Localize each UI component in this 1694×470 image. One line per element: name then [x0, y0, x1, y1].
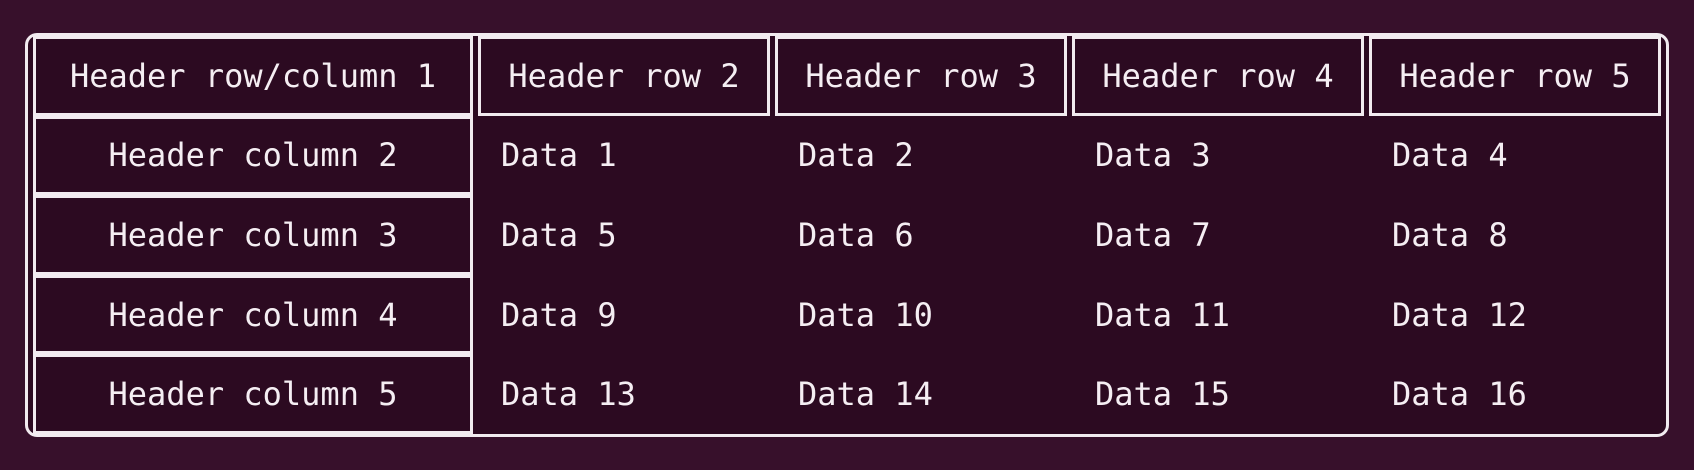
data-cell: Data 9: [501, 295, 617, 334]
row-header-cell: Header column 5: [33, 354, 473, 434]
table-row: Header column 5 Data 13 Data 14 Data 15 …: [33, 354, 1661, 434]
row-header-cell: Header column 2: [33, 115, 473, 196]
column-header-cell: Header row 3: [775, 36, 1067, 116]
data-cell: Data 10: [798, 295, 933, 334]
data-cell: Data 11: [1095, 295, 1230, 334]
data-cell: Data 15: [1095, 375, 1230, 414]
data-table: Header row/column 1 Header row 2 Header …: [25, 33, 1669, 437]
data-cell: Data 14: [798, 375, 933, 414]
table-header-row: Header row/column 1 Header row 2 Header …: [33, 36, 1661, 116]
data-cell: Data 12: [1392, 295, 1527, 334]
data-cell: Data 8: [1392, 215, 1508, 254]
data-cell: Data 3: [1095, 136, 1211, 175]
data-cell: Data 5: [501, 215, 617, 254]
data-cell: Data 1: [501, 136, 617, 175]
row-header-cell: Header column 4: [33, 274, 473, 355]
column-header-cell: Header row 5: [1369, 36, 1661, 116]
table-row: Header column 3 Data 5 Data 6 Data 7 Dat…: [33, 195, 1661, 275]
data-cell: Data 7: [1095, 215, 1211, 254]
row-header-cell: Header column 3: [33, 195, 473, 275]
column-header-cell: Header row 2: [478, 36, 770, 116]
data-cell: Data 4: [1392, 136, 1508, 175]
data-cell: Data 16: [1392, 375, 1527, 414]
data-cell: Data 13: [501, 375, 636, 414]
data-cell: Data 6: [798, 215, 914, 254]
corner-header-cell: Header row/column 1: [33, 36, 473, 116]
table-row: Header column 2 Data 1 Data 2 Data 3 Dat…: [33, 115, 1661, 196]
column-header-cell: Header row 4: [1072, 36, 1364, 116]
data-cell: Data 2: [798, 136, 914, 175]
table-row: Header column 4 Data 9 Data 10 Data 11 D…: [33, 274, 1661, 355]
